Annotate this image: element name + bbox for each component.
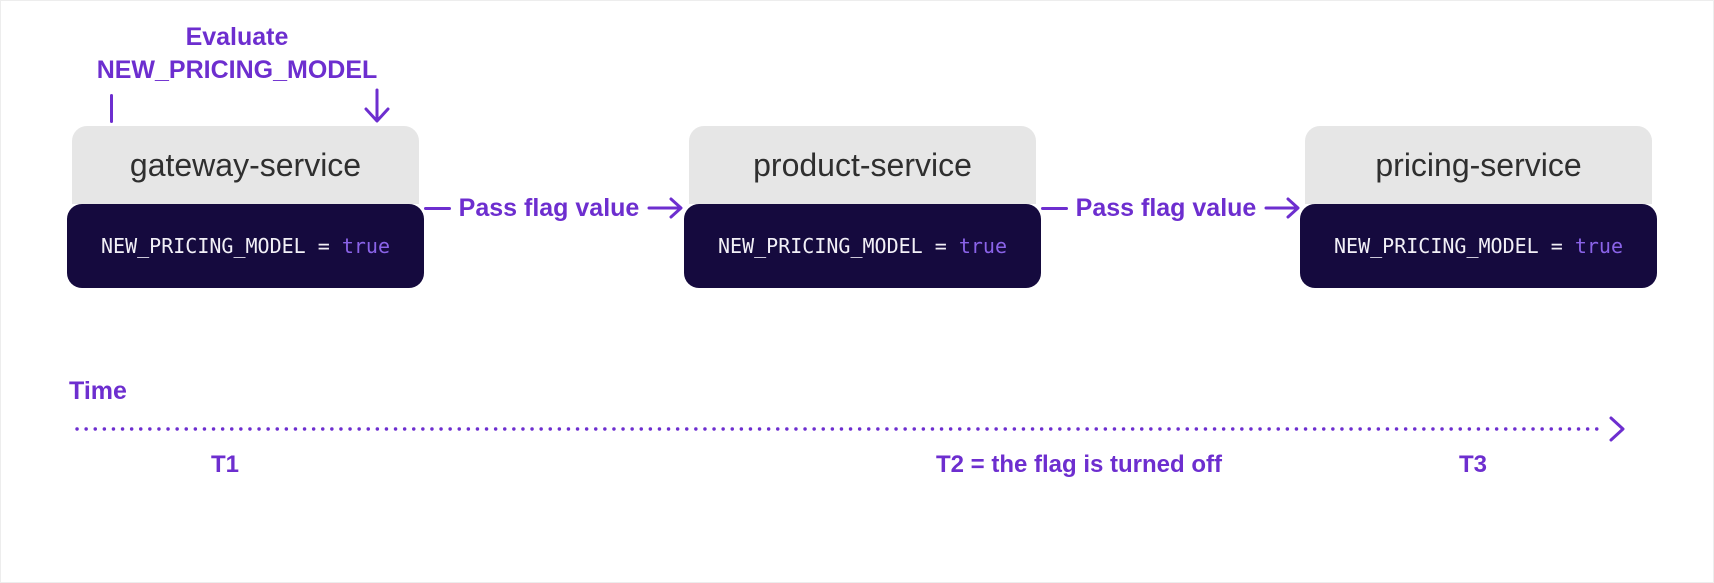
service-name: gateway-service [72, 126, 419, 204]
flag-code-line: NEW_PRICING_MODEL = true [1334, 234, 1623, 258]
timeline-marker-t3: T3 [1458, 451, 1487, 478]
flag-code-line: NEW_PRICING_MODEL = true [101, 234, 390, 258]
flag-value: true [341, 234, 390, 258]
timeline-dotted-axis [75, 416, 1625, 442]
service-name: product-service [689, 126, 1036, 204]
timeline-marker-t2: T2 = the flag is turned off [935, 451, 1223, 478]
service-name: pricing-service [1305, 126, 1652, 204]
service-box-gateway: gateway-service NEW_PRICING_MODEL = true [67, 126, 424, 288]
arrow-right-icon [647, 197, 683, 219]
flag-key: NEW_PRICING_MODEL = [101, 234, 342, 258]
timeline-axis-label: Time [69, 377, 127, 405]
connector-label: Pass flag value [1075, 193, 1257, 222]
evaluate-annotation-line1: Evaluate [185, 23, 289, 51]
code-block: NEW_PRICING_MODEL = true [67, 204, 424, 288]
arrow-right-icon [1264, 197, 1300, 219]
arrow-down-icon [364, 88, 390, 123]
connector-gateway-to-product: Pass flag value [424, 187, 687, 229]
connector-label: Pass flag value [458, 193, 640, 222]
flag-code-line: NEW_PRICING_MODEL = true [718, 234, 1007, 258]
code-block: NEW_PRICING_MODEL = true [1300, 204, 1657, 288]
flag-value: true [958, 234, 1007, 258]
service-box-pricing: pricing-service NEW_PRICING_MODEL = true [1300, 126, 1657, 288]
flag-key: NEW_PRICING_MODEL = [1334, 234, 1575, 258]
timeline-marker-t1: T1 [210, 451, 239, 478]
evaluate-annotation: Evaluate NEW_PRICING_MODEL [96, 21, 378, 87]
code-block: NEW_PRICING_MODEL = true [684, 204, 1041, 288]
service-box-product: product-service NEW_PRICING_MODEL = true [684, 126, 1041, 288]
flag-key: NEW_PRICING_MODEL = [718, 234, 959, 258]
timeline-arrow-icon [1609, 416, 1625, 442]
connector-line [424, 206, 451, 210]
connector-product-to-pricing: Pass flag value [1041, 187, 1304, 229]
connector-line [1041, 206, 1068, 210]
flag-value: true [1574, 234, 1623, 258]
annotation-tick-line [110, 94, 113, 123]
evaluate-annotation-line2: NEW_PRICING_MODEL [96, 56, 378, 84]
